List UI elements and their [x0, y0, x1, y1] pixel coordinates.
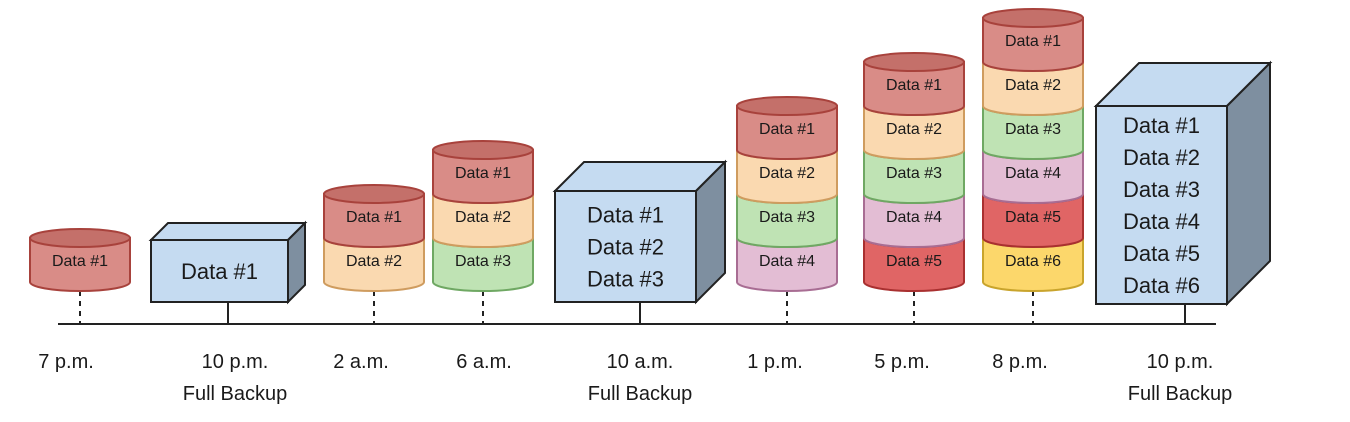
cylinder-label: Data #2 — [1005, 77, 1061, 94]
cylinder-body — [863, 237, 965, 292]
box-front-face — [554, 190, 697, 303]
box-front-face — [1095, 105, 1228, 305]
cylinder-label: Data #3 — [759, 209, 815, 226]
time-label: 8 p.m. — [992, 351, 1048, 373]
backup-event: Data #3 Data #2 Data #1 6 a.m. — [432, 140, 534, 373]
cylinder-data-1: Data #1 — [736, 96, 838, 160]
time-label: 5 p.m. — [874, 351, 930, 373]
cylinder-body — [863, 149, 965, 204]
box-top-face — [148, 222, 308, 241]
cylinder-body — [982, 149, 1084, 204]
box-data-label: Data #4 — [1123, 209, 1200, 234]
cylinder-body — [29, 237, 131, 292]
cylinder-label: Data #2 — [346, 253, 402, 270]
cylinder-data-1: Data #1 — [432, 140, 534, 204]
backup-event: Data #1 7 p.m. — [29, 228, 131, 373]
cylinder-label: Data #5 — [1005, 209, 1061, 226]
box-data-label: Data #1 — [181, 259, 258, 284]
cylinder-top — [736, 96, 838, 116]
time-label: 2 a.m. — [333, 351, 389, 373]
cylinder-label: Data #1 — [886, 77, 942, 94]
cylinder-label: Data #3 — [886, 165, 942, 182]
full-backup-label: Full Backup — [588, 383, 693, 405]
cylinder-label: Data #1 — [346, 209, 402, 226]
cylinder-body — [982, 237, 1084, 292]
box-data-label: Data #1 — [587, 203, 664, 228]
box-data-label: Data #2 — [587, 235, 664, 260]
cylinder-label: Data #4 — [1005, 165, 1061, 182]
cylinder-body — [432, 193, 534, 248]
cylinder-body — [736, 105, 838, 160]
cylinder-body — [736, 149, 838, 204]
cylinder-label: Data #5 — [886, 253, 942, 270]
cylinder-data-1: Data #1 — [863, 52, 965, 116]
cylinder-body — [982, 105, 1084, 160]
cylinder-label: Data #4 — [886, 209, 942, 226]
full-backup-box: Data #1 Data #2 Data #3 — [552, 159, 728, 305]
backup-event: Data #2 Data #1 2 a.m. — [323, 184, 425, 373]
box-data-label: Data #1 — [1123, 113, 1200, 138]
cylinder-body — [982, 17, 1084, 72]
cylinder-body — [736, 237, 838, 292]
cylinder-body — [982, 61, 1084, 116]
full-backup-box: Data #1 — [148, 220, 308, 305]
cylinder-label: Data #2 — [759, 165, 815, 182]
cylinder-top — [432, 140, 534, 160]
backup-event: Data #1 Data #2 Data #3 Data #4 Data #5 Data … — [1093, 60, 1273, 405]
cylinder-label: Data #6 — [1005, 253, 1061, 270]
time-label: 7 p.m. — [38, 351, 94, 373]
box-data-label: Data #2 — [1123, 145, 1200, 170]
cylinder-label: Data #3 — [455, 253, 511, 270]
cylinder-data-1: Data #1 — [982, 8, 1084, 72]
cylinder-top — [982, 8, 1084, 28]
box-data-label: Data #5 — [1123, 241, 1200, 266]
cylinder-top — [323, 184, 425, 204]
full-backup-label: Full Backup — [1128, 383, 1233, 405]
backup-event: Data #6 Data #5 Data #4 Data #3 Data #2 Data … — [982, 8, 1084, 373]
cylinder-label: Data #3 — [1005, 121, 1061, 138]
cylinder-data-1: Data #1 — [323, 184, 425, 248]
box-data-label: Data #6 — [1123, 273, 1200, 298]
backup-event: Data #1 10 p.m. Full Backup — [148, 220, 308, 405]
cylinder-label: Data #2 — [455, 209, 511, 226]
cylinder-data-1: Data #1 — [29, 228, 131, 292]
time-label: 10 p.m. — [202, 351, 269, 373]
cylinder-data-4: Data #4 — [863, 184, 965, 248]
cylinder-body — [736, 193, 838, 248]
cylinder-body — [432, 149, 534, 204]
cylinder-body — [432, 237, 534, 292]
backup-event: Data #4 Data #3 Data #2 Data #1 1 p.m. — [736, 96, 838, 373]
cylinder-label: Data #1 — [1005, 33, 1061, 50]
cylinder-body — [863, 193, 965, 248]
cylinder-label: Data #4 — [759, 253, 815, 270]
box-data-label: Data #3 — [1123, 177, 1200, 202]
cylinder-label: Data #1 — [455, 165, 511, 182]
cylinder-data-2: Data #2 — [323, 228, 425, 292]
box-side-face — [1226, 60, 1271, 307]
full-backup-label: Full Backup — [183, 383, 288, 405]
cylinder-body — [323, 237, 425, 292]
time-label: 10 p.m. — [1147, 351, 1214, 373]
cylinder-top — [29, 228, 131, 248]
cylinder-body — [863, 61, 965, 116]
backup-event: Data #1 Data #2 Data #3 10 a.m. Full Backup — [552, 159, 728, 405]
cylinder-body — [323, 193, 425, 248]
full-backup-box: Data #1 Data #2 Data #3 Data #4 Data #5 Data … — [1093, 60, 1273, 307]
cylinder-top — [863, 52, 965, 72]
box-data-label: Data #3 — [587, 267, 664, 292]
time-label: 10 a.m. — [607, 351, 674, 373]
cylinder-body — [982, 193, 1084, 248]
cylinder-label: Data #2 — [886, 121, 942, 138]
backup-event: Data #5 Data #4 Data #3 Data #2 Data #1 5 p.m… — [863, 52, 965, 373]
cylinder-body — [863, 105, 965, 160]
cylinder-label: Data #1 — [52, 253, 108, 270]
events-layer: Data #17 p.m.Data #110 p.m.Full BackupDa… — [29, 8, 1273, 405]
box-front-face — [150, 239, 289, 303]
time-label: 1 p.m. — [747, 351, 803, 373]
cylinder-label: Data #1 — [759, 121, 815, 138]
time-label: 6 a.m. — [456, 351, 512, 373]
